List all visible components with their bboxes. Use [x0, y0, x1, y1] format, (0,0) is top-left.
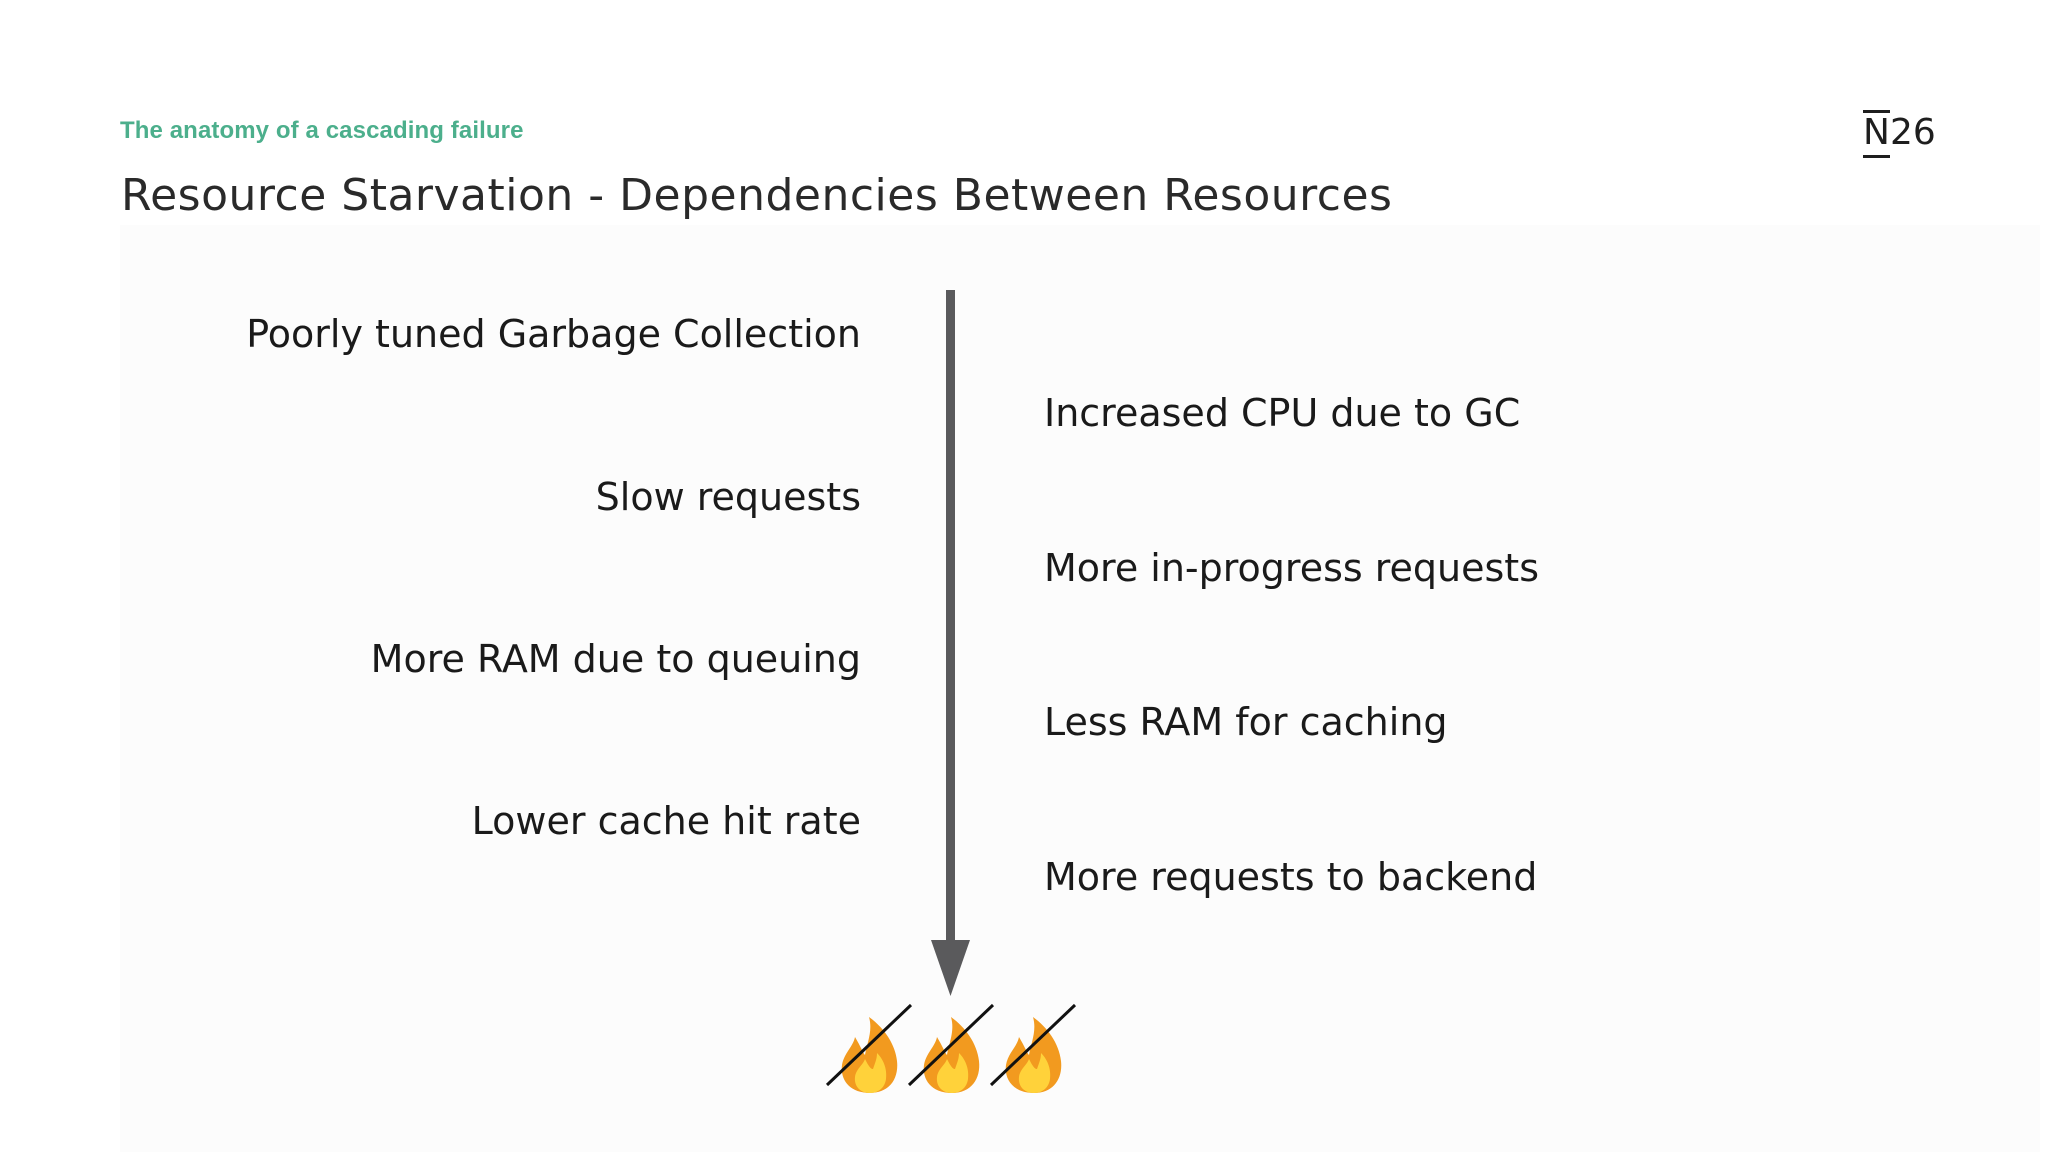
fire-group-1 [825, 995, 915, 1105]
left-item-slow-requests: Slow requests [595, 475, 861, 519]
n26-logo: N26 [1863, 110, 1936, 158]
right-item-ram-caching: Less RAM for caching [1044, 700, 1448, 744]
fires-row [820, 995, 1090, 1105]
right-item-cpu-gc: Increased CPU due to GC [1044, 391, 1521, 435]
fire-icon [825, 1003, 913, 1093]
slide-title: Resource Starvation - Dependencies Betwe… [121, 170, 1393, 221]
arrow-head [931, 940, 970, 996]
right-item-backend-requests: More requests to backend [1044, 855, 1538, 899]
strike-line [907, 1003, 995, 1087]
left-item-ram-queuing: More RAM due to queuing [370, 637, 861, 681]
left-item-gc: Poorly tuned Garbage Collection [246, 312, 861, 356]
fire-group-3 [989, 995, 1079, 1105]
left-item-cache-hit-rate: Lower cache hit rate [471, 799, 861, 843]
strike-line [989, 1003, 1077, 1087]
logo-number: 26 [1889, 112, 1936, 153]
cascade-arrow [931, 290, 970, 996]
fire-icon [907, 1003, 995, 1093]
strike-line [825, 1003, 913, 1087]
fire-icon [989, 1003, 1077, 1093]
slide-eyebrow: The anatomy of a cascading failure [120, 117, 524, 144]
right-item-in-progress: More in-progress requests [1044, 546, 1540, 590]
arrow-shaft [946, 290, 955, 942]
logo-n: N [1863, 110, 1890, 158]
fire-group-2 [907, 995, 997, 1105]
content-panel [120, 225, 2040, 1152]
